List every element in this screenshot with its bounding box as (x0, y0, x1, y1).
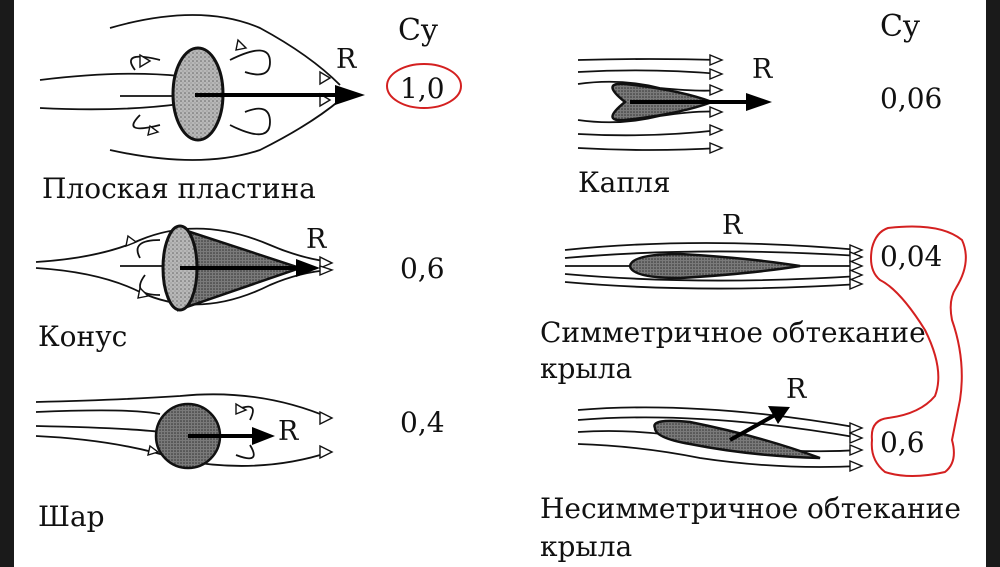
drop-force-label: R (752, 54, 773, 85)
drop-figure (577, 53, 772, 155)
flat-plate-label: Плоская пластина (42, 172, 316, 205)
cone-cy-value: 0,6 (400, 252, 445, 285)
wings-highlight-loop (870, 225, 967, 477)
flat-plate-highlight-circle (386, 63, 462, 109)
symmetric-wing-figure (564, 242, 864, 291)
symmetric-wing-label-line2: крыла (540, 352, 632, 385)
cy-header-left: Cy (398, 13, 438, 48)
cone-force-label: R (306, 224, 327, 255)
symmetric-wing-cy-value: 0,04 (880, 240, 942, 273)
asymmetric-wing-figure (577, 406, 864, 473)
sphere-label: Шар (38, 500, 105, 533)
asymmetric-wing-cy-value: 0,6 (880, 426, 925, 459)
left-frame (0, 0, 14, 567)
symmetric-wing-label-line1: Симметричное обтекание (540, 316, 926, 349)
symmetric-wing-force-label: R (722, 210, 743, 241)
asymmetric-wing-force-label: R (786, 374, 807, 405)
asymmetric-wing-label-line2: крыла (540, 530, 632, 563)
flat-plate-cy-value: 1,0 (400, 72, 445, 105)
right-frame (986, 0, 1000, 567)
cone-label: Конус (38, 320, 127, 353)
flat-plate-figure (39, 14, 365, 161)
sphere-cy-value: 0,4 (400, 406, 445, 439)
sphere-force-label: R (278, 416, 299, 447)
cone-figure (35, 224, 334, 312)
drop-label: Капля (578, 166, 670, 199)
asymmetric-wing-label-line1: Несимметричное обтекание (540, 492, 961, 525)
drop-cy-value: 0,06 (880, 82, 942, 115)
sphere-figure (35, 393, 334, 470)
flat-plate-force-label: R (336, 44, 357, 75)
cy-header-right: Cy (880, 9, 920, 44)
